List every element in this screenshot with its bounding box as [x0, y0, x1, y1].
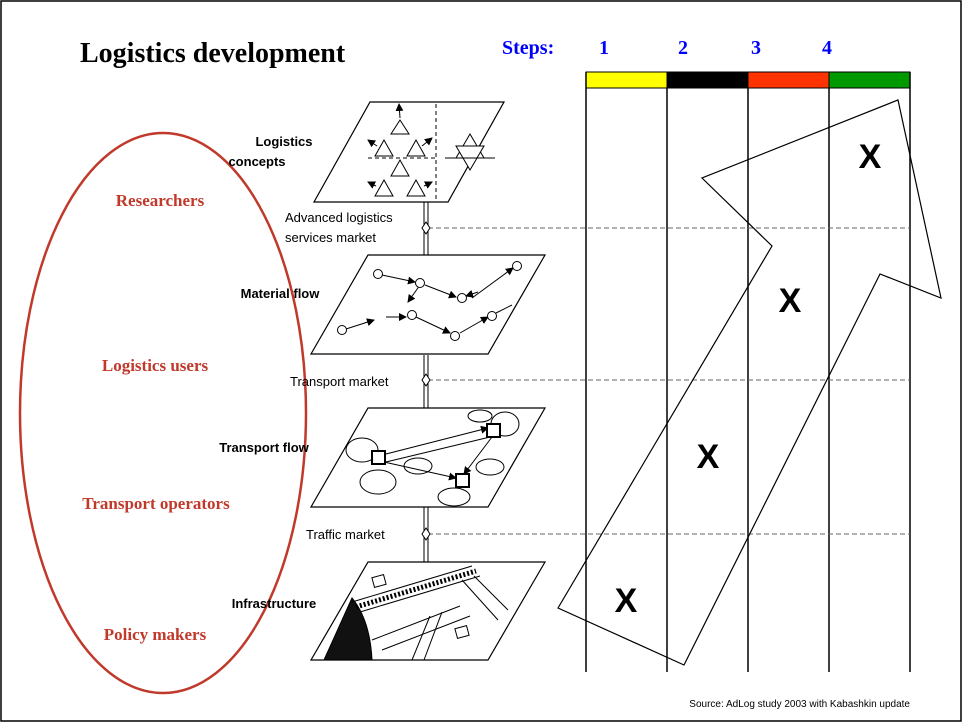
step2-mark: X	[697, 438, 720, 476]
layer-label-concepts-line2: concepts	[228, 154, 285, 169]
page-title: Logistics development	[80, 38, 346, 69]
layer-label-transport-flow: Transport flow	[219, 440, 309, 455]
layer-label-concepts-line1: Logistics	[255, 134, 312, 149]
actor-researchers: Researchers	[116, 191, 205, 210]
layer-logistics-concepts	[312, 101, 506, 203]
market-label-advanced-line1: Advanced logistics	[285, 210, 393, 225]
step3-mark: X	[779, 282, 802, 320]
market-divider-lines	[428, 227, 910, 535]
step-numbers: 1 2 3 4	[599, 37, 832, 59]
step-color-bar	[585, 71, 911, 89]
step-color-swatch	[747, 71, 830, 89]
step4-mark: X	[859, 138, 882, 176]
step-color-swatch	[666, 71, 749, 89]
step-number: 3	[751, 37, 761, 59]
actors-ellipse	[18, 131, 308, 695]
step-color-swatch	[828, 71, 911, 89]
actor-policy-makers: Policy makers	[104, 625, 207, 644]
layer-material-flow	[309, 254, 547, 355]
actor-transport-operators: Transport operators	[82, 494, 230, 513]
layer-label-material-flow: Material flow	[241, 286, 321, 301]
step-number: 4	[822, 37, 832, 59]
step-number: 2	[678, 37, 688, 59]
step-color-swatch	[585, 71, 668, 89]
market-label-traffic: Traffic market	[306, 527, 385, 542]
layer-label-infrastructure: Infrastructure	[232, 596, 317, 611]
source-note: Source: AdLog study 2003 with Kabashkin …	[689, 699, 910, 710]
market-label-advanced-line2: services market	[285, 230, 376, 245]
steps-label: Steps:	[502, 37, 554, 59]
actor-labels: Researchers Logistics users Transport op…	[82, 191, 230, 644]
layer-transport-flow	[309, 407, 547, 508]
market-label-transport: Transport market	[290, 374, 389, 389]
layer-infrastructure	[309, 561, 547, 661]
step-number: 1	[599, 37, 609, 59]
actor-logistics-users: Logistics users	[102, 356, 209, 375]
connector-nodes	[421, 221, 431, 541]
step1-mark: X	[615, 582, 638, 620]
development-arrow	[557, 99, 942, 666]
